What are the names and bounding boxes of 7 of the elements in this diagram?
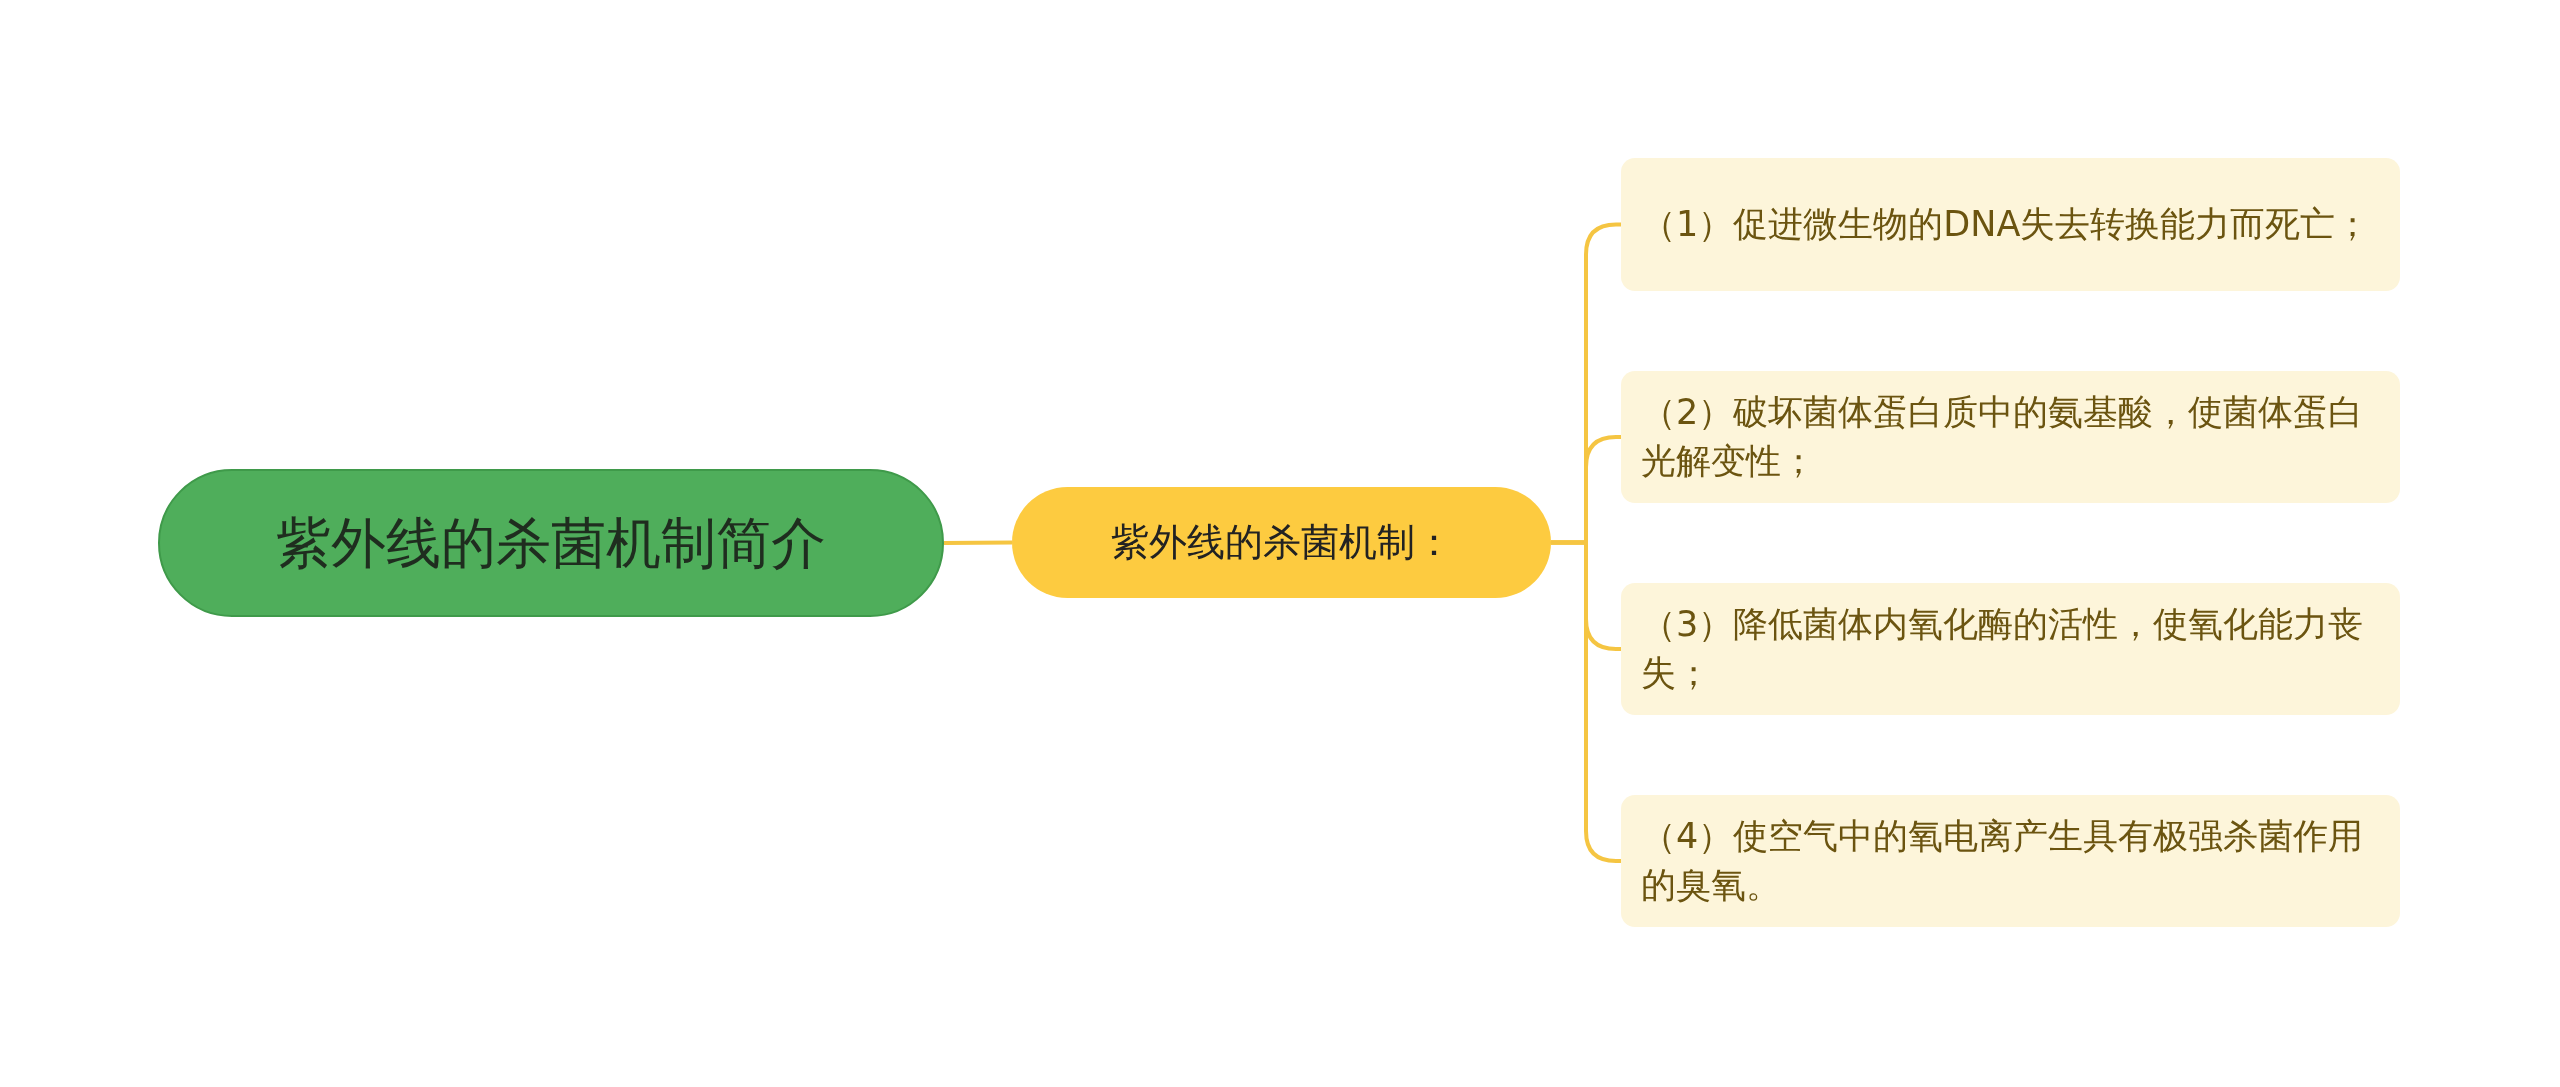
subtopic-box: 紫外线的杀菌机制： [1012, 487, 1551, 598]
leaf-box: （2）破坏菌体蛋白质中的氨基酸，使菌体蛋白光解变性； [1621, 371, 2400, 503]
leaf-box: （4）使空气中的氧电离产生具有极强杀菌作用的臭氧。 [1621, 795, 2400, 927]
topic-box: 紫外线的杀菌机制简介 [158, 469, 944, 617]
leaf-box: （3）降低菌体内氧化酶的活性，使氧化能力丧失； [1621, 583, 2400, 715]
connector-line [944, 540, 1012, 545]
leaf-box: （1）促进微生物的DNA失去转换能力而死亡； [1621, 158, 2400, 291]
